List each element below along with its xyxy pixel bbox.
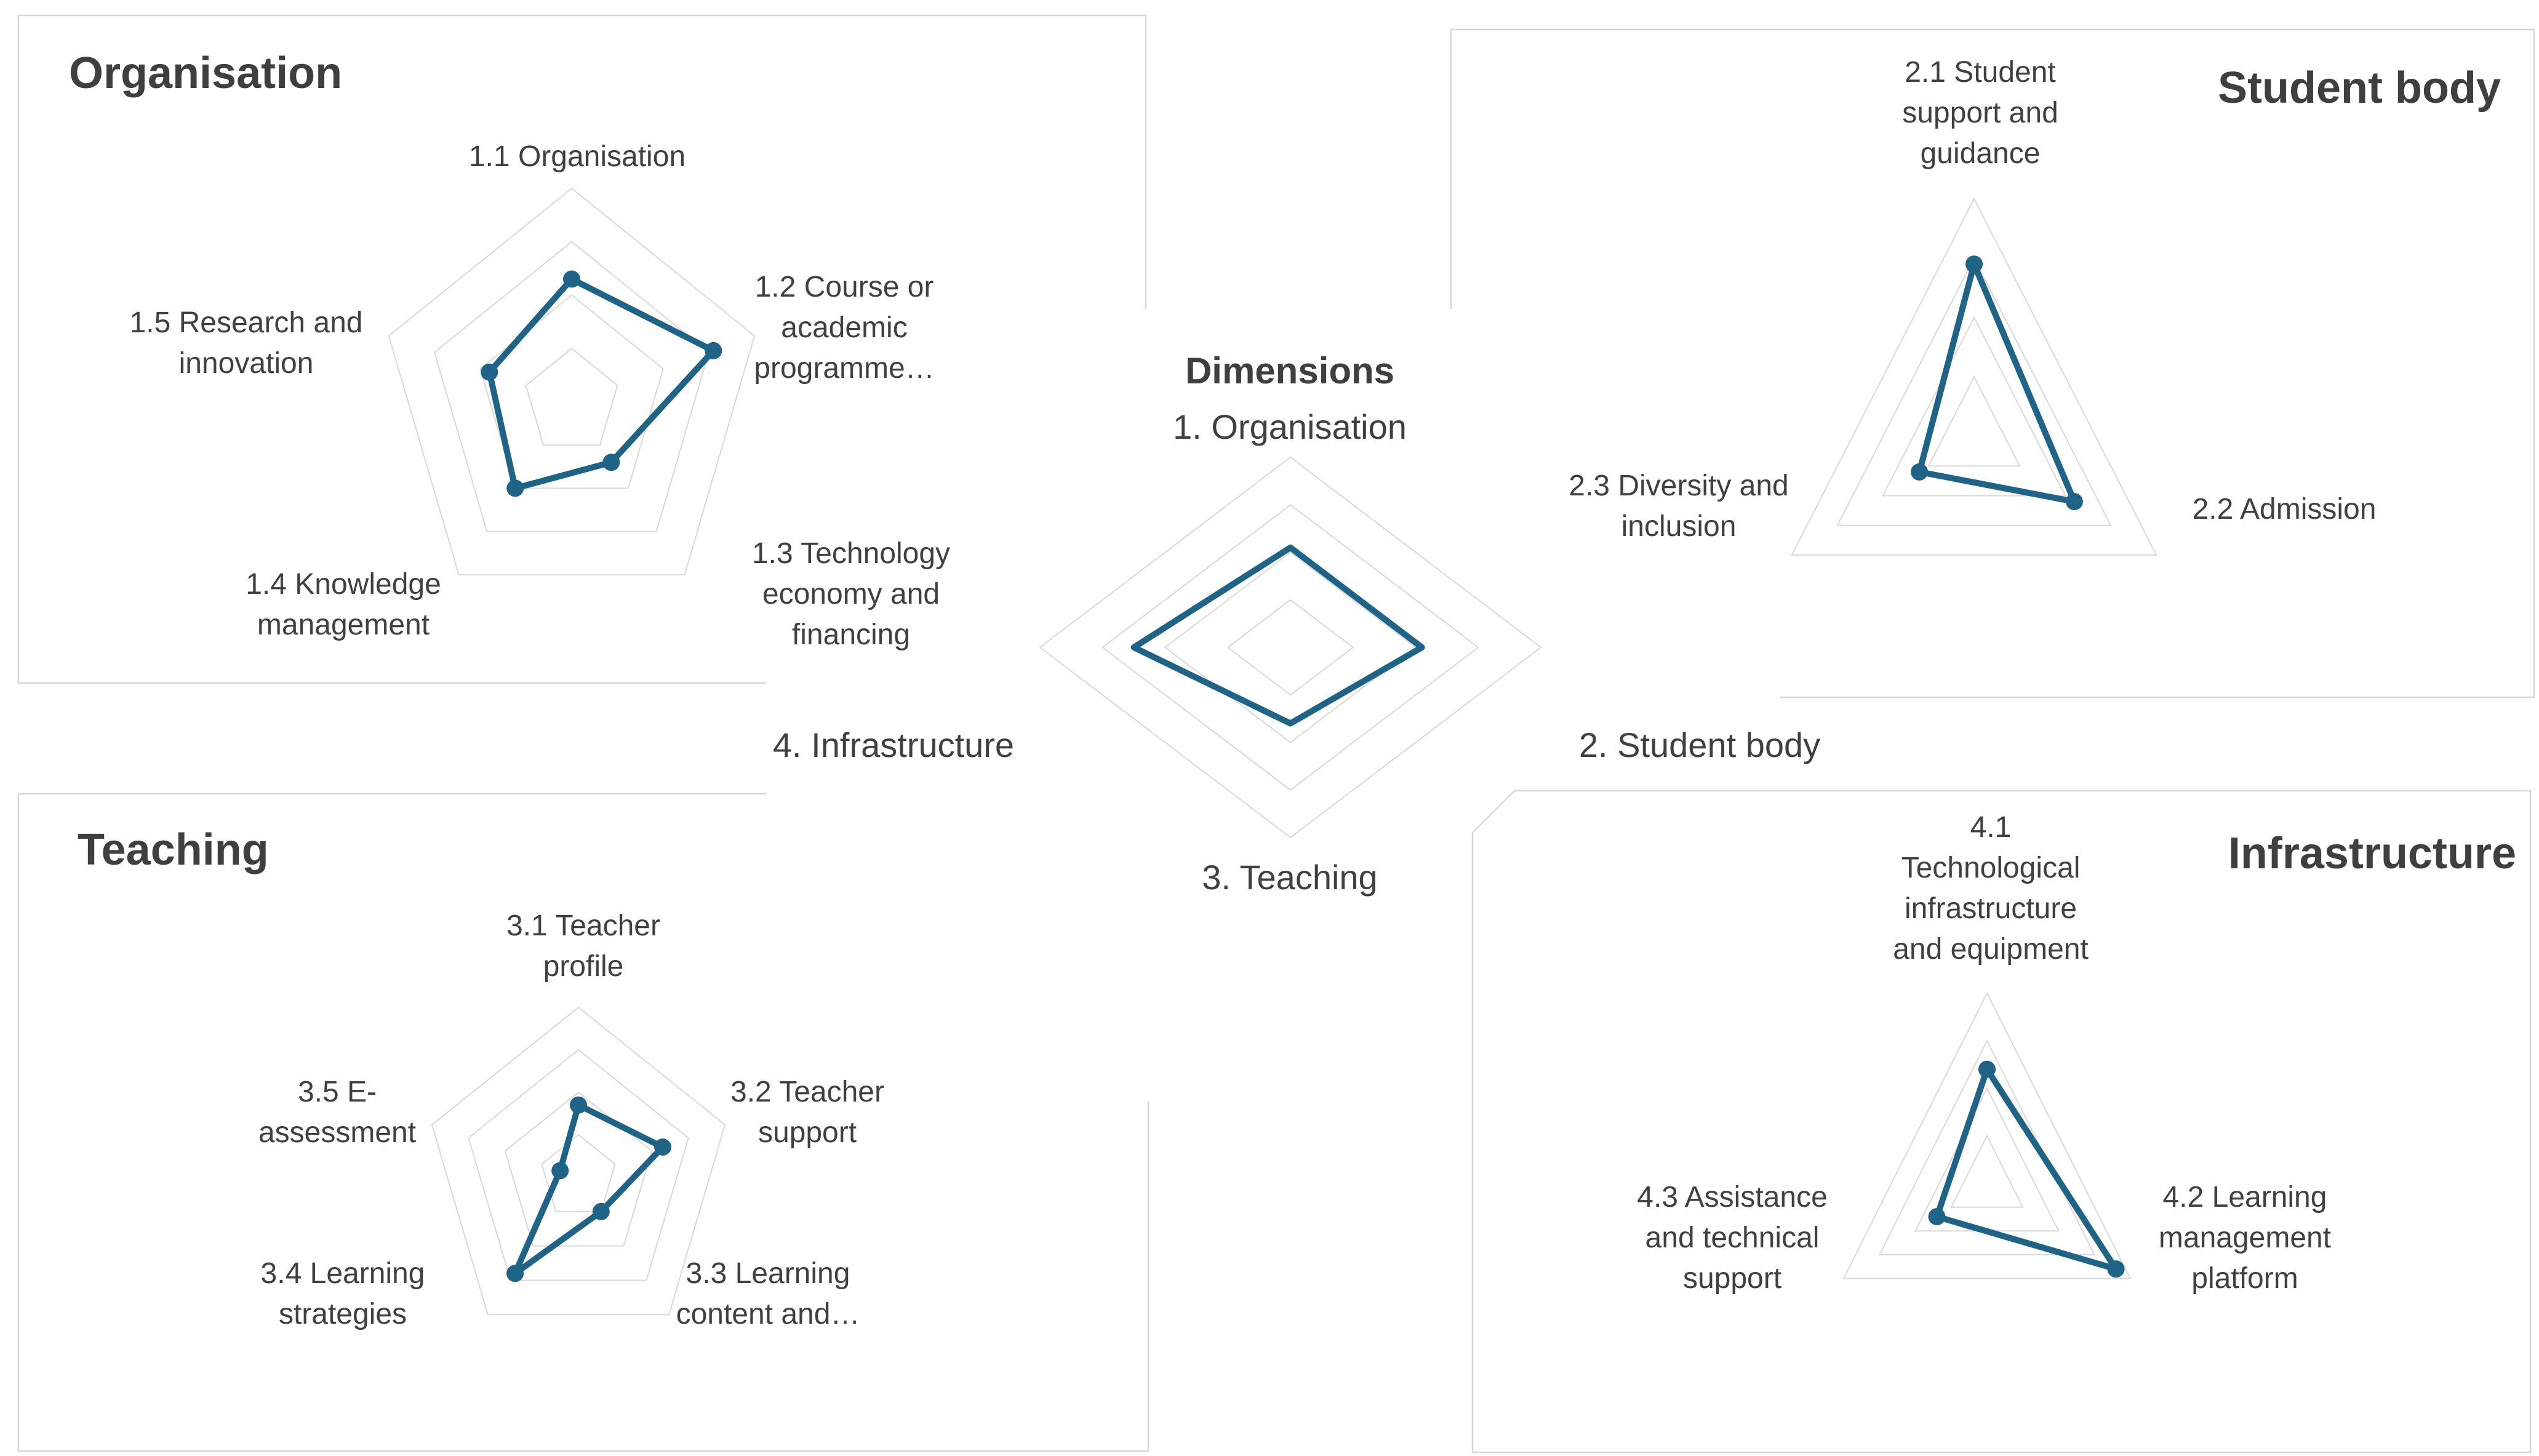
- axis-label-dimensions: 2. Student body: [1578, 726, 1821, 764]
- axis-label-student-body: 2.3 Diversity and inclusion: [1569, 470, 1789, 543]
- axis-label-teaching: 3.4 Learning strategies: [260, 1257, 425, 1330]
- radar-point-marker: [551, 1162, 569, 1180]
- radar-grid-ring: [1950, 1134, 2024, 1208]
- chart-title-organisation: Organisation: [69, 49, 343, 98]
- axis-label-organisation: 1.3 Technology economy and financing: [751, 537, 951, 651]
- radar-grid-ring: [504, 1091, 653, 1247]
- axis-label-infrastructure: 4.3 Assistance and technical support: [1637, 1181, 1828, 1295]
- radar-chart-dimensions: [1039, 456, 1542, 839]
- radar-series-teaching: [512, 1102, 666, 1277]
- radar-grid-ring: [525, 348, 618, 446]
- radar-point-marker: [1928, 1208, 1946, 1226]
- axis-label-teaching: 3.3 Learning content and…: [676, 1257, 860, 1330]
- radar-point-marker: [506, 1265, 524, 1282]
- radar-grid-ring: [1791, 197, 2157, 556]
- chart-title-teaching: Teaching: [78, 825, 269, 874]
- radar-grid-ring: [431, 1006, 726, 1316]
- radar-point-marker: [563, 270, 580, 288]
- axis-label-teaching: 3.2 Teacher support: [730, 1076, 884, 1149]
- radar-series-student-body: [1916, 261, 2077, 505]
- axis-label-student-body: 2.2 Admission: [2192, 493, 2377, 526]
- radar-chart-organisation: [388, 187, 756, 575]
- radar-point-marker: [506, 479, 524, 497]
- radar-series-organisation: [486, 276, 717, 492]
- chart-title-dimensions: Dimensions: [1185, 350, 1395, 391]
- axis-label-organisation: 1.1 Organisation: [468, 140, 686, 173]
- radar-point-marker: [1965, 255, 1983, 273]
- chart-title-student-body: Student body: [2218, 63, 2501, 113]
- axis-label-dimensions: 3. Teaching: [1202, 858, 1378, 897]
- radar-point-marker: [705, 342, 722, 359]
- radar-grid-ring: [1927, 375, 2021, 467]
- radar-grid-ring: [479, 294, 664, 489]
- radar-chart-infrastructure: [1842, 991, 2132, 1279]
- radar-point-marker: [2107, 1260, 2125, 1278]
- radar-grid-ring: [1226, 599, 1354, 696]
- radar-grid-ring: [468, 1049, 689, 1281]
- axis-label-dimensions: 1. Organisation: [1173, 407, 1407, 446]
- radar-grid-ring: [388, 187, 756, 575]
- radar-chart-teaching: [431, 1006, 726, 1316]
- panel-infrastructure: [1471, 790, 2532, 1454]
- radar-grid-ring: [1836, 257, 2112, 526]
- axis-label-dimensions: 4. Infrastructure: [772, 726, 1015, 764]
- axis-label-student-body: 2.1 Student support and guidance: [1902, 56, 2058, 170]
- radar-point-marker: [481, 363, 498, 381]
- axis-label-organisation: 1.5 Research and innovation: [129, 306, 363, 380]
- radar-series-infrastructure: [1933, 1066, 2119, 1273]
- radar-series-dimensions: [1130, 544, 1425, 727]
- radar-grid-ring: [1164, 551, 1417, 743]
- radar-point-marker: [570, 1096, 587, 1114]
- axis-label-infrastructure: 4.1 Technological infrastructure and equ…: [1893, 811, 2089, 966]
- radar-point-marker: [1978, 1060, 1996, 1078]
- radar-chart-student-body: [1791, 197, 2157, 556]
- radar-point-marker: [592, 1202, 610, 1220]
- radar-grid-ring: [1039, 456, 1542, 839]
- axis-label-teaching: 3.5 E- assessment: [258, 1076, 417, 1149]
- radar-point-marker: [654, 1138, 671, 1156]
- axis-label-organisation: 1.2 Course or academic programme…: [754, 271, 935, 385]
- radar-point-marker: [1911, 463, 1929, 481]
- radar-grid-ring: [1882, 316, 2066, 497]
- axis-label-organisation: 1.4 Knowledge management: [246, 568, 441, 641]
- chart-title-infrastructure: Infrastructure: [2228, 829, 2516, 878]
- radar-point-marker: [602, 454, 620, 471]
- radar-point-marker: [2065, 493, 2083, 511]
- radar-grid-ring: [541, 1134, 616, 1212]
- axis-label-teaching: 3.1 Teacher profile: [506, 910, 660, 983]
- radar-grid-ring: [1842, 991, 2132, 1279]
- radar-grid-ring: [1102, 504, 1479, 791]
- axis-label-infrastructure: 4.2 Learning management platform: [2158, 1181, 2332, 1295]
